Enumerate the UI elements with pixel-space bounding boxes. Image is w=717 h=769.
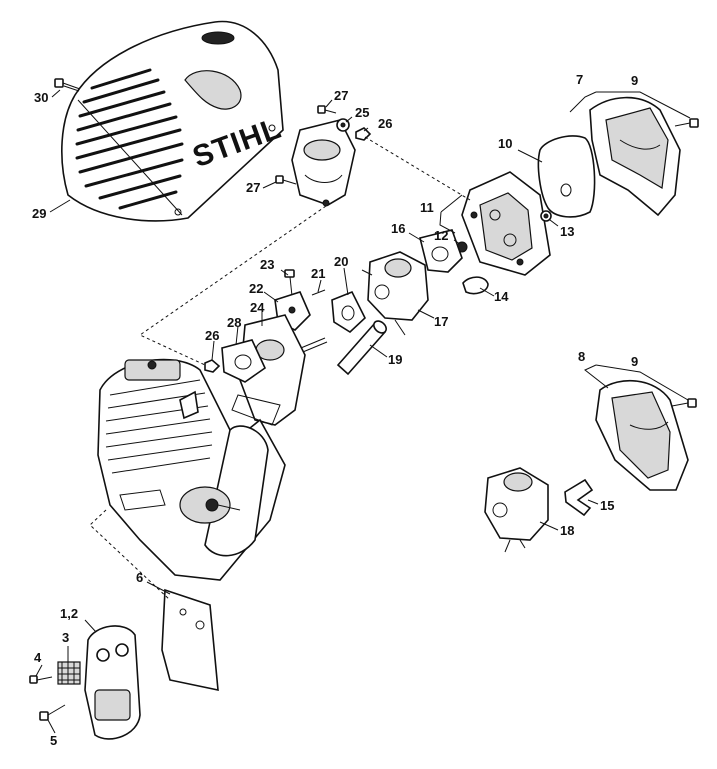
- filter-cover-8: [595, 379, 689, 491]
- nut-26-middle: [204, 359, 221, 373]
- label-19: 19: [388, 352, 402, 367]
- screw-27-bottom: [275, 175, 297, 185]
- label-7: 7: [576, 72, 583, 87]
- choke-knob-14: [462, 276, 489, 295]
- carburetor-17: [361, 251, 429, 336]
- label-20: 20: [334, 254, 348, 269]
- intake-cover: [291, 119, 356, 207]
- muffler-1-2: [84, 625, 141, 740]
- label-26-top: 26: [378, 116, 392, 131]
- screw-4: [29, 675, 53, 684]
- washer-13: [540, 210, 552, 222]
- engine-block: [97, 358, 286, 581]
- label-15: 15: [600, 498, 614, 513]
- nut-26-top: [355, 127, 372, 141]
- screw-9-bottom: [671, 398, 697, 408]
- air-filter-base: [461, 171, 551, 276]
- label-11: 11: [420, 200, 434, 215]
- label-16: 16: [391, 221, 405, 236]
- label-18: 18: [560, 523, 574, 538]
- air-filter-10: [537, 135, 596, 218]
- fuel-hose-19: [336, 320, 387, 376]
- label-10: 10: [498, 136, 512, 151]
- screw-30: [54, 78, 81, 92]
- label-27-top: 27: [334, 88, 348, 103]
- carburetor-18: [484, 467, 549, 553]
- label-26-middle: 26: [205, 328, 219, 343]
- part-labels: 30 29 27 25 26 27 7 9 10 11 12 13 16 14 …: [32, 72, 638, 748]
- screw-9-top: [674, 118, 699, 128]
- label-12: 12: [434, 228, 448, 243]
- label-27-bottom: 27: [246, 180, 260, 195]
- shroud-vents: [75, 68, 184, 210]
- filter-cover-7: [589, 96, 681, 217]
- assembly-lines: [89, 136, 471, 601]
- choke-knob-15: [564, 478, 594, 517]
- label-29: 29: [32, 206, 46, 221]
- label-17: 17: [434, 314, 448, 329]
- screw-27-top: [317, 105, 337, 114]
- label-13: 13: [560, 224, 574, 239]
- label-6: 6: [136, 570, 143, 585]
- gasket-16: [419, 229, 463, 273]
- label-22: 22: [249, 281, 263, 296]
- label-5: 5: [50, 733, 57, 748]
- label-1-2: 1,2: [60, 606, 78, 621]
- label-23: 23: [260, 257, 274, 272]
- leader-lines: [35, 89, 691, 734]
- label-28: 28: [227, 315, 241, 330]
- heat-shield-6: [161, 588, 219, 692]
- gasket-20: [331, 290, 366, 334]
- screw-5: [39, 704, 66, 721]
- label-30: 30: [34, 90, 48, 105]
- intake-flange-24: [231, 314, 306, 426]
- label-3: 3: [62, 630, 69, 645]
- spark-screen-3: [57, 661, 81, 685]
- label-9-top: 9: [631, 73, 638, 88]
- label-8: 8: [578, 349, 585, 364]
- label-24: 24: [250, 300, 265, 315]
- screw-23: [284, 269, 295, 297]
- label-25: 25: [355, 105, 369, 120]
- label-4: 4: [34, 650, 42, 665]
- label-14: 14: [494, 289, 509, 304]
- label-21: 21: [311, 266, 325, 281]
- gasket-28: [221, 339, 267, 383]
- label-9-bottom: 9: [631, 354, 638, 369]
